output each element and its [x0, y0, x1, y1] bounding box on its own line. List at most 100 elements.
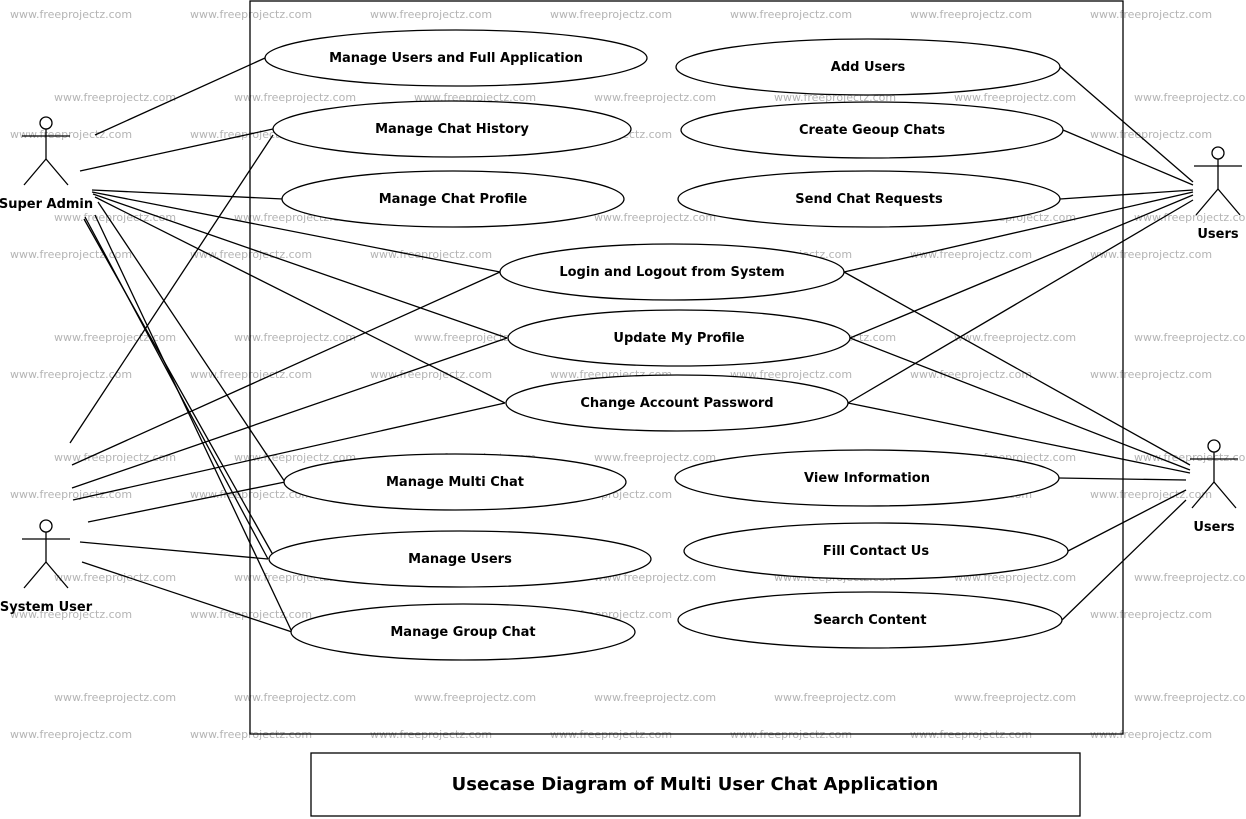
watermark-text: www.freeprojectz.com: [234, 451, 356, 464]
watermark-text: www.freeprojectz.com: [594, 691, 716, 704]
association-line-super_admin-uc_manage_group_chat: [94, 214, 293, 633]
title-box: Usecase Diagram of Multi User Chat Appli…: [310, 752, 1081, 817]
use-case-ellipse: [677, 170, 1061, 228]
association-line-system_user-uc_manage_multi_chat: [87, 481, 286, 523]
watermark-text: www.freeprojectz.com: [774, 691, 896, 704]
use-case-uc-send-chat-requests[interactable]: Send Chat Requests: [677, 170, 1061, 228]
use-case-ellipse: [675, 38, 1061, 96]
watermark-text: www.freeprojectz.com: [10, 368, 132, 381]
watermark-text: www.freeprojectz.com: [910, 8, 1032, 21]
association-line-super_admin-uc_update_profile: [92, 193, 508, 339]
diagram-title: Usecase Diagram of Multi User Chat Appli…: [452, 774, 939, 795]
association-line-users_bottom-uc_search_content: [1061, 499, 1187, 621]
use-case-label: Update My Profile: [613, 331, 744, 346]
watermark-text: www.freeprojectz.com: [190, 488, 312, 501]
use-case-ellipse: [290, 603, 636, 661]
watermark-text: www.freeprojectz.com: [10, 128, 132, 141]
watermark-text: www.freeprojectz.com: [1134, 211, 1246, 224]
title-frame: [310, 752, 1081, 817]
watermark-text: www.freeprojectz.com: [594, 91, 716, 104]
use-case-ellipse: [499, 243, 845, 301]
use-case-label: Manage Chat Profile: [379, 192, 528, 207]
watermark-text: www.freeprojectz.com: [10, 488, 132, 501]
use-case-uc-manage-chat-history[interactable]: Manage Chat History: [272, 100, 632, 158]
use-case-ellipse: [268, 530, 652, 588]
actor-head: [1211, 146, 1225, 160]
actor-users-bottom[interactable]: Users: [1190, 439, 1238, 535]
use-case-label: Fill Contact Us: [823, 544, 929, 559]
actor-label: Users: [1193, 520, 1235, 535]
watermark-text: www.freeprojectz.com: [10, 608, 132, 621]
watermark-text: www.freeprojectz.com: [190, 248, 312, 261]
use-case-uc-add-users[interactable]: Add Users: [675, 38, 1061, 96]
use-case-uc-create-group-chats[interactable]: Create Geoup Chats: [680, 101, 1064, 159]
use-case-uc-fill-contact[interactable]: Fill Contact Us: [683, 522, 1069, 580]
watermark-text: www.freeprojectz.com: [414, 331, 536, 344]
use-case-label: Create Geoup Chats: [799, 123, 945, 138]
actor-label: Users: [1197, 227, 1239, 242]
watermark-text: www.freeprojectz.com: [954, 91, 1076, 104]
use-case-ellipse: [281, 170, 625, 228]
system-boundary: [249, 0, 1124, 735]
watermark-text: www.freeprojectz.com: [730, 368, 852, 381]
association-line-super_admin-uc_manage_users-extra: [83, 218, 278, 563]
watermark-text: www.freeprojectz.com: [954, 691, 1076, 704]
association-line-super_admin-uc_change_password: [94, 196, 506, 404]
use-case-uc-change-password[interactable]: Change Account Password: [505, 374, 849, 432]
use-case-label: Manage Multi Chat: [386, 475, 524, 490]
association-lines: [69, 57, 1194, 633]
actor-users-top[interactable]: Users: [1194, 146, 1242, 242]
use-case-uc-view-information[interactable]: View Information: [674, 449, 1060, 507]
use-case-ellipse: [674, 449, 1060, 507]
watermark-text: www.freeprojectz.com: [1090, 488, 1212, 501]
use-case-uc-update-profile[interactable]: Update My Profile: [507, 309, 851, 367]
association-line-users_bottom-uc_change_password: [847, 402, 1191, 474]
use-case-layer: Manage Users and Full ApplicationManage …: [264, 29, 1069, 661]
association-line-users_bottom-uc_login_logout: [843, 271, 1191, 466]
watermark-text: www.freeprojectz.com: [1090, 728, 1212, 741]
watermark-text: www.freeprojectz.com: [54, 211, 176, 224]
watermark-text: www.freeprojectz.com: [190, 608, 312, 621]
actor-right-leg: [45, 561, 69, 589]
use-case-uc-manage-chat-profile[interactable]: Manage Chat Profile: [281, 170, 625, 228]
watermark-text: www.freeprojectz.com: [1134, 571, 1246, 584]
association-line-users_bottom-uc_view_information: [1058, 477, 1187, 481]
actor-right-leg: [45, 158, 69, 186]
association-line-users_top-uc_create_group_chats: [1062, 129, 1194, 186]
watermark-text: www.freeprojectz.com: [1090, 368, 1212, 381]
association-line-super_admin-uc_manage_chat_history: [79, 128, 274, 172]
use-case-uc-manage-group-chat[interactable]: Manage Group Chat: [290, 603, 636, 661]
use-case-uc-login-logout[interactable]: Login and Logout from System: [499, 243, 845, 301]
use-case-label: Manage Users: [408, 552, 512, 567]
use-case-label: Manage Group Chat: [390, 625, 535, 640]
use-case-uc-manage-users[interactable]: Manage Users: [268, 530, 652, 588]
use-case-ellipse: [505, 374, 849, 432]
watermark-text: www.freeprojectz.com: [910, 368, 1032, 381]
watermark-text: www.freeprojectz.com: [54, 691, 176, 704]
actor-left-leg: [23, 561, 47, 589]
use-case-uc-search-content[interactable]: Search Content: [677, 591, 1063, 649]
use-case-ellipse: [283, 453, 627, 511]
actor-head: [39, 519, 53, 533]
association-line-users_top-uc_add_users: [1059, 66, 1194, 183]
watermark-text: www.freeprojectz.com: [550, 8, 672, 21]
actor-left-leg: [1191, 481, 1215, 509]
association-line-users_top-uc_change_password: [847, 199, 1194, 404]
actor-left-leg: [23, 158, 47, 186]
actor-left-leg: [1195, 188, 1219, 216]
watermark-text: www.freeprojectz.com: [370, 368, 492, 381]
watermark-text: www.freeprojectz.com: [190, 368, 312, 381]
use-case-ellipse: [507, 309, 851, 367]
watermark-text: www.freeprojectz.com: [1090, 8, 1212, 21]
use-case-uc-manage-users-full[interactable]: Manage Users and Full Application: [264, 29, 648, 87]
watermark-text: www.freeprojectz.com: [954, 331, 1076, 344]
use-case-ellipse: [272, 100, 632, 158]
use-case-ellipse: [680, 101, 1064, 159]
watermark-text: www.freeprojectz.com: [730, 8, 852, 21]
actor-super-admin[interactable]: Super Admin: [0, 116, 93, 212]
actor-system-user[interactable]: System User: [0, 519, 93, 615]
use-case-uc-manage-multi-chat[interactable]: Manage Multi Chat: [283, 453, 627, 511]
association-line-users_bottom-uc_fill_contact: [1067, 489, 1187, 552]
association-line-system_user-uc_login_logout: [71, 271, 501, 466]
association-line-system_user-uc_manage_users: [79, 541, 269, 560]
